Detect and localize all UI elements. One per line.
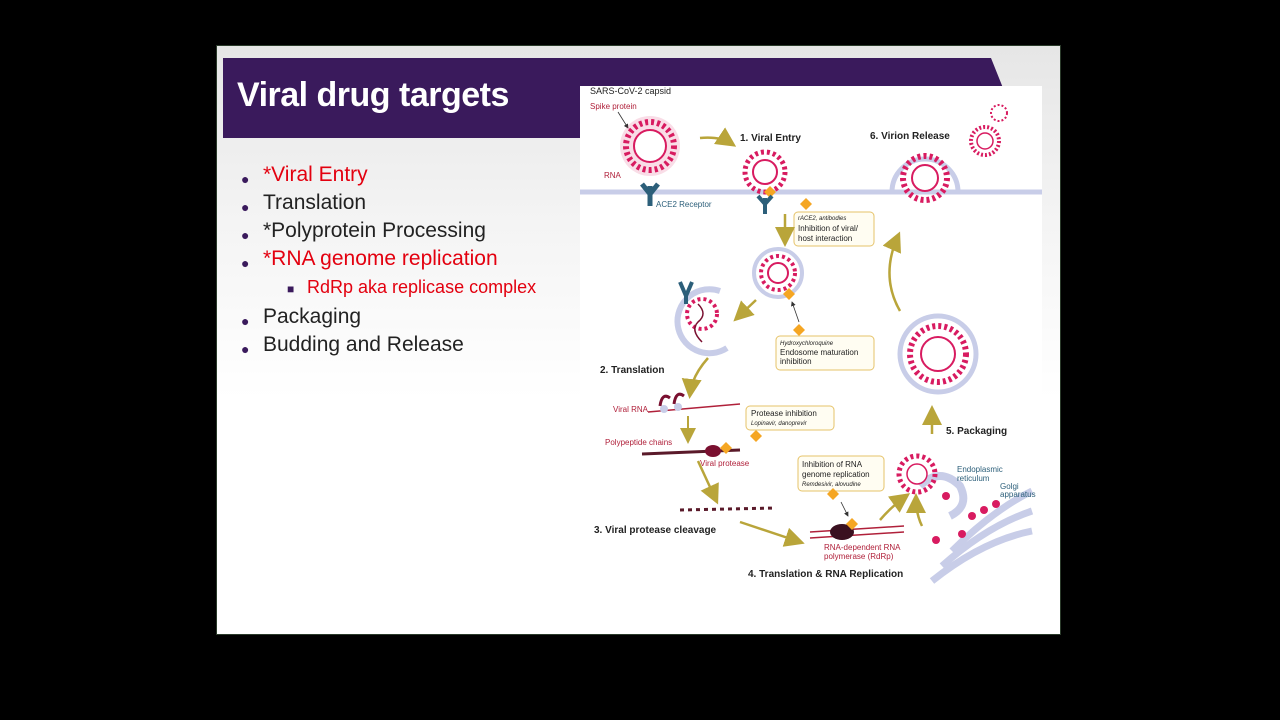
label-ace2: ACE2 Receptor bbox=[656, 200, 712, 209]
slide: Viral drug targets ● *Viral Entry ● Transl… bbox=[216, 45, 1061, 635]
bullet-text: *RNA genome replication bbox=[263, 247, 498, 270]
virion-icon bbox=[620, 116, 680, 176]
box-entry-line2: host interaction bbox=[798, 234, 852, 243]
er-golgi-icon bbox=[917, 472, 1034, 584]
label-step-1: 1. Viral Entry bbox=[740, 133, 801, 144]
label-step-4: 4. Translation & RNA Replication bbox=[748, 569, 903, 580]
bullet-budding: ● Budding and Release bbox=[239, 331, 579, 359]
label-spike-protein: Spike protein bbox=[590, 102, 637, 111]
receptor-icon bbox=[756, 194, 774, 214]
box-replication-inhibition: Inhibition of RNA genome replication Rem… bbox=[797, 455, 885, 492]
box-rep-drug: Remdesivir, alovudine bbox=[802, 482, 861, 488]
bullet-dot-icon: ● bbox=[241, 313, 250, 329]
budding-virion-icon bbox=[889, 153, 961, 203]
bullet-packaging: ● Packaging bbox=[239, 303, 579, 331]
box-protease-inhibition: Protease inhibition Lopinavir, danoprevi… bbox=[745, 405, 835, 431]
box-entry-inhibition: rACE2, antibodies Inhibition of viral/ h… bbox=[793, 211, 875, 247]
label-golgi-line2: apparatus bbox=[1000, 490, 1036, 499]
lifecycle-diagram: SARS-CoV-2 capsid Spike protein RNA ACE2… bbox=[580, 86, 1042, 584]
sub-bullet-rdrp: ■ RdRp aka replicase complex bbox=[239, 277, 579, 297]
label-step-5: 5. Packaging bbox=[946, 426, 1007, 437]
label-step-6: 6. Virion Release bbox=[870, 131, 950, 142]
drug-diamond-icon bbox=[750, 430, 762, 442]
drug-marker-icon bbox=[764, 186, 776, 198]
label-viral-protease: Viral protease bbox=[700, 459, 750, 468]
protease-chain-icon bbox=[641, 442, 741, 457]
box-rep-line1: Inhibition of RNA bbox=[802, 460, 863, 469]
label-er-line2: reticulum bbox=[957, 474, 990, 483]
bullet-polyprotein: ● *Polyprotein Processing bbox=[239, 217, 579, 245]
bullet-list: ● *Viral Entry ● Translation ● *Polyprotein… bbox=[239, 161, 579, 359]
drug-diamond-icon bbox=[827, 488, 839, 500]
box-prot-line1: Protease inhibition bbox=[751, 409, 817, 418]
released-virion-icon bbox=[969, 104, 1008, 157]
label-step-3: 3. Viral protease cleavage bbox=[594, 525, 717, 536]
bullet-text: *Polyprotein Processing bbox=[263, 219, 486, 242]
bullet-viral-entry: ● *Viral Entry bbox=[239, 161, 579, 189]
label-step-2: 2. Translation bbox=[600, 365, 664, 376]
ace2-receptor-icon bbox=[640, 182, 660, 206]
label-rna: RNA bbox=[604, 171, 622, 180]
box-entry-line1: Inhibition of viral/ bbox=[798, 224, 859, 233]
bullet-text: Budding and Release bbox=[263, 333, 464, 356]
bullet-rna-replication: ● *RNA genome replication bbox=[239, 245, 579, 273]
bullet-dot-icon: ● bbox=[241, 171, 250, 187]
drug-diamond-icon bbox=[793, 324, 805, 336]
uncoating-endosome-icon bbox=[674, 281, 729, 357]
bullet-text: *Viral Entry bbox=[263, 163, 368, 186]
box-endo-line1: Endosome maturation bbox=[780, 348, 858, 357]
label-capsid: SARS-CoV-2 capsid bbox=[590, 86, 671, 96]
endosome-virion-icon bbox=[752, 247, 804, 299]
box-entry-drug: rACE2, antibodies bbox=[798, 216, 846, 222]
box-prot-drug: Lopinavir, danoprevir bbox=[751, 421, 808, 427]
slide-title: Viral drug targets bbox=[237, 76, 509, 114]
bullet-text: Translation bbox=[263, 191, 367, 214]
bullet-translation: ● Translation bbox=[239, 189, 579, 217]
box-endosome-inhibition: Hydroxychloroquine Endosome maturation i… bbox=[775, 335, 875, 371]
box-endo-line2: inhibition bbox=[780, 357, 812, 366]
bullet-text: Packaging bbox=[263, 305, 362, 328]
bullet-dot-icon: ● bbox=[241, 255, 250, 271]
rdrp-complex-icon bbox=[809, 518, 905, 540]
er-virion-icon bbox=[896, 453, 938, 495]
bullet-text: RdRp aka replicase complex bbox=[307, 277, 537, 297]
box-rep-line2: genome replication bbox=[802, 470, 870, 479]
label-rdrp-line1: RNA-dependent RNA bbox=[824, 543, 901, 552]
ribosome-rna-icon bbox=[647, 392, 741, 413]
bullet-square-icon: ■ bbox=[287, 282, 295, 296]
box-endo-drug: Hydroxychloroquine bbox=[780, 341, 834, 347]
label-viral-rna: Viral RNA bbox=[613, 405, 649, 414]
bullet-dot-icon: ● bbox=[241, 341, 250, 357]
bullet-dot-icon: ● bbox=[241, 199, 250, 215]
label-er-line1: Endoplasmic bbox=[957, 465, 1003, 474]
drug-diamond-icon bbox=[800, 198, 812, 210]
cleaved-peptides bbox=[679, 506, 777, 512]
lifecycle-figure: SARS-CoV-2 capsid Spike protein RNA ACE2… bbox=[580, 86, 1042, 590]
virion-entry-icon bbox=[742, 149, 788, 195]
bullet-dot-icon: ● bbox=[241, 227, 250, 243]
label-rdrp-line2: polymerase (RdRp) bbox=[824, 552, 894, 561]
packaged-virion-icon bbox=[897, 313, 979, 395]
label-golgi-line1: Golgi bbox=[1000, 482, 1019, 491]
label-polypeptide: Polypeptide chains bbox=[605, 438, 672, 447]
